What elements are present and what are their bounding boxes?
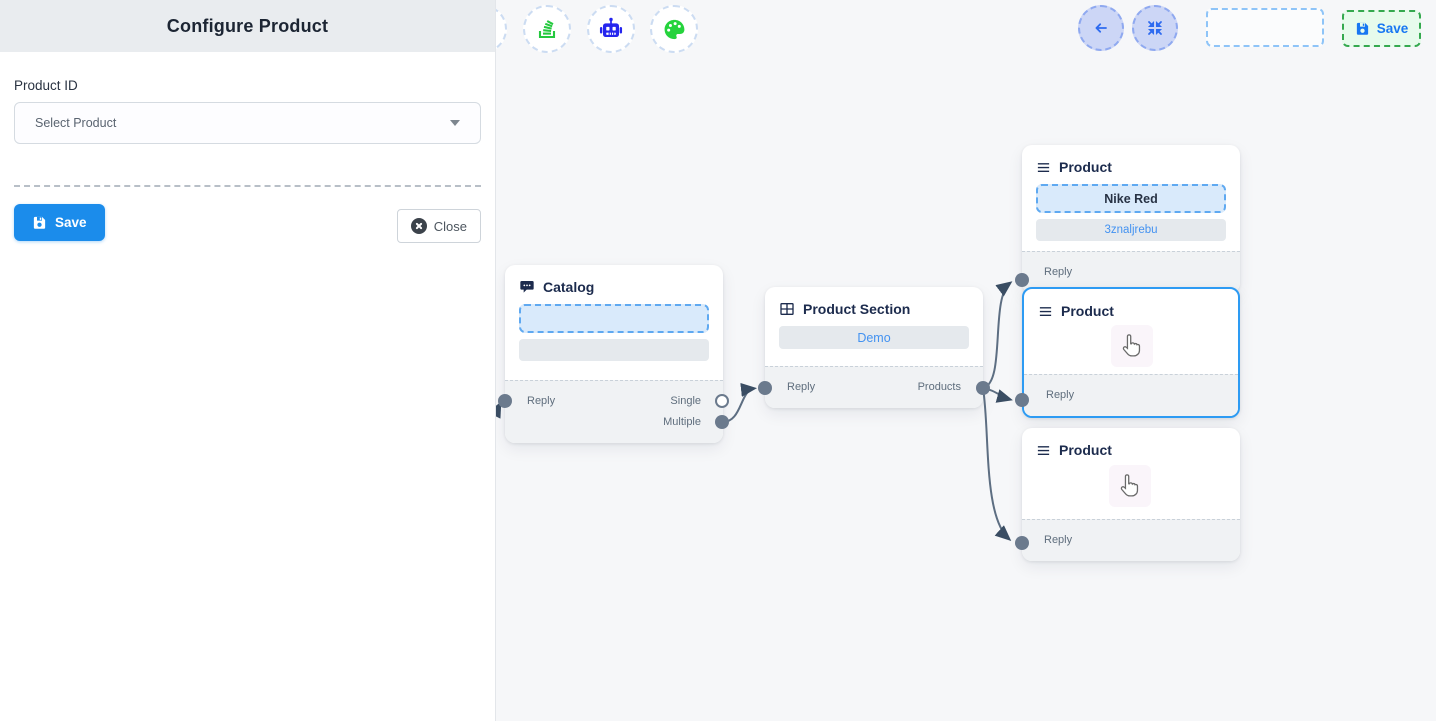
- port-label-reply: Reply: [787, 380, 816, 393]
- port-label-reply: Reply: [1046, 388, 1075, 401]
- product-name-chip[interactable]: Nike Red: [1036, 184, 1226, 213]
- catalog-secondary-bar[interactable]: [519, 339, 709, 361]
- product-select[interactable]: Select Product: [14, 102, 481, 144]
- panel-header: Configure Product: [0, 0, 495, 52]
- product-code-bar[interactable]: 3znaljrebu: [1036, 219, 1226, 241]
- menu-icon: [1037, 445, 1050, 455]
- save-button[interactable]: Save: [14, 204, 105, 241]
- node-title: Product: [1059, 442, 1112, 458]
- node-title: Product Section: [803, 301, 911, 317]
- canvas-save-label: Save: [1376, 21, 1409, 36]
- handle-catalog-multiple[interactable]: [715, 415, 729, 429]
- flow-canvas[interactable]: Save Catalog Reply Single Multiple: [496, 0, 1436, 721]
- hand-cursor-placeholder: [1109, 465, 1151, 507]
- section-option[interactable]: Demo: [779, 326, 969, 349]
- handle-product3-reply[interactable]: [1015, 536, 1029, 550]
- page-title: Configure Product: [166, 15, 329, 36]
- node-title: Product: [1059, 159, 1112, 175]
- save-icon: [1356, 22, 1368, 35]
- save-button-label: Save: [55, 215, 87, 230]
- port-label-multiple: Multiple: [663, 415, 701, 428]
- hand-cursor-placeholder: [1111, 325, 1153, 367]
- menu-icon: [1039, 306, 1052, 316]
- catalog-selection-chip[interactable]: [519, 304, 709, 333]
- compress-icon: [1147, 20, 1163, 36]
- handle-product1-reply[interactable]: [1015, 273, 1029, 287]
- handle-section-products[interactable]: [976, 381, 990, 395]
- port-label-reply: Reply: [1044, 533, 1073, 546]
- table-grid-icon: [780, 303, 794, 315]
- menu-icon: [1037, 162, 1050, 172]
- port-label-reply: Reply: [527, 394, 556, 407]
- save-icon: [33, 216, 46, 229]
- node-product-2[interactable]: Product Reply: [1022, 287, 1240, 418]
- node-title: Product: [1061, 303, 1114, 319]
- handle-catalog-single[interactable]: [715, 394, 729, 408]
- palette-icon: [664, 19, 684, 39]
- node-title: Catalog: [543, 279, 595, 295]
- back-arrow-icon: [1095, 23, 1107, 33]
- toolbar-button-stack[interactable]: [523, 5, 571, 53]
- close-icon: [410, 218, 427, 234]
- stack-icon: [538, 20, 556, 39]
- chevron-down-icon: [450, 120, 460, 126]
- chat-bubble-icon: [520, 281, 534, 293]
- port-label-products: Products: [917, 380, 961, 393]
- edge-products-to-product3: [982, 387, 1012, 541]
- edge-products-to-product1: [982, 281, 1013, 389]
- robot-icon: [599, 17, 623, 38]
- product-id-label: Product ID: [14, 78, 78, 93]
- node-product-section[interactable]: Product Section Demo Reply Products: [765, 287, 983, 408]
- pending-action-placeholder[interactable]: [1206, 8, 1324, 47]
- toolbar-button-theme[interactable]: [650, 5, 698, 53]
- configure-product-panel: Configure Product Product ID Select Prod…: [0, 0, 496, 721]
- close-button[interactable]: Close: [396, 209, 481, 243]
- handle-section-reply[interactable]: [758, 381, 772, 395]
- node-catalog[interactable]: Catalog Reply Single Multiple: [505, 265, 723, 443]
- port-label-reply: Reply: [1044, 265, 1073, 278]
- close-button-label: Close: [433, 218, 467, 234]
- toolbar-button-hidden[interactable]: [496, 5, 507, 53]
- handle-product2-reply[interactable]: [1015, 393, 1029, 407]
- canvas-save-button[interactable]: Save: [1342, 10, 1421, 47]
- handle-catalog-reply[interactable]: [498, 394, 512, 408]
- fit-view-button[interactable]: [1132, 5, 1178, 51]
- undo-button[interactable]: [1078, 5, 1124, 51]
- port-label-single: Single: [670, 394, 701, 407]
- edge-into-catalog-reply: [496, 401, 502, 419]
- divider: [14, 185, 481, 187]
- toolbar-button-bot[interactable]: [587, 5, 635, 53]
- node-product-1[interactable]: Product Nike Red 3znaljrebu Reply: [1022, 145, 1240, 293]
- product-select-placeholder: Select Product: [35, 116, 117, 130]
- node-product-3[interactable]: Product Reply: [1022, 428, 1240, 561]
